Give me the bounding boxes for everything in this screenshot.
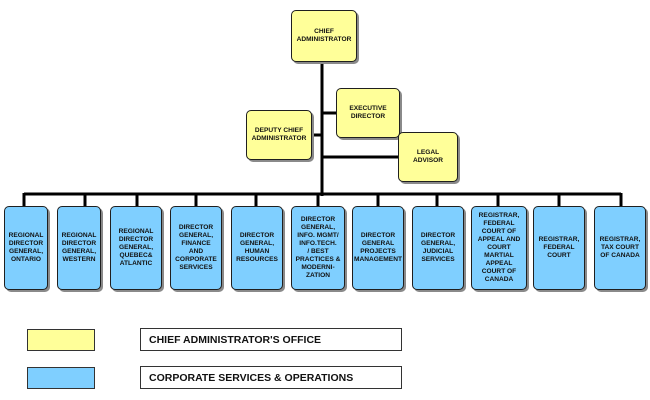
division-box: REGIONAL DIRECTOR GENERAL, ONTARIO — [4, 206, 48, 290]
division-box: REGIONAL DIRECTOR GENERAL, QUEBEC& ATLAN… — [110, 206, 162, 290]
division-box: REGIONAL DIRECTOR GENERAL, WESTERN — [57, 206, 101, 290]
deputy-chief-administrator-box: DEPUTY CHIEF ADMINISTRATOR — [246, 110, 312, 160]
executive-director-box: EXECUTIVE DIRECTOR — [336, 88, 400, 138]
division-box: DIRECTOR GENERAL, HUMAN RESOURCES — [231, 206, 283, 290]
division-box: REGISTRAR, FEDERAL COURT — [533, 206, 585, 290]
division-box: REGISTRAR, TAX COURT OF CANADA — [594, 206, 646, 290]
legend-operations-label: CORPORATE SERVICES & OPERATIONS — [140, 366, 402, 389]
division-box: DIRECTOR GENERAL, INFO. MGMT/ INFO.TECH.… — [291, 206, 345, 290]
legend-operations-swatch — [27, 367, 95, 389]
division-box: REGISTRAR, FEDERAL COURT OF APPEAL AND C… — [471, 206, 527, 290]
legend-office-label: CHIEF ADMINISTRATOR'S OFFICE — [140, 328, 402, 351]
legal-advisor-box: LEGAL ADVISOR — [398, 132, 458, 182]
division-box: DIRECTOR GENERAL PROJECTS MANAGEMENT — [352, 206, 404, 290]
division-box: DIRECTOR GENERAL, FINANCE AND CORPORATE … — [170, 206, 222, 290]
chief-administrator-box: CHIEF ADMINISTRATOR — [291, 10, 357, 62]
division-box: DIRECTOR GENERAL, JUDICIAL SERVICES — [412, 206, 464, 290]
legend-office-swatch — [27, 329, 95, 351]
